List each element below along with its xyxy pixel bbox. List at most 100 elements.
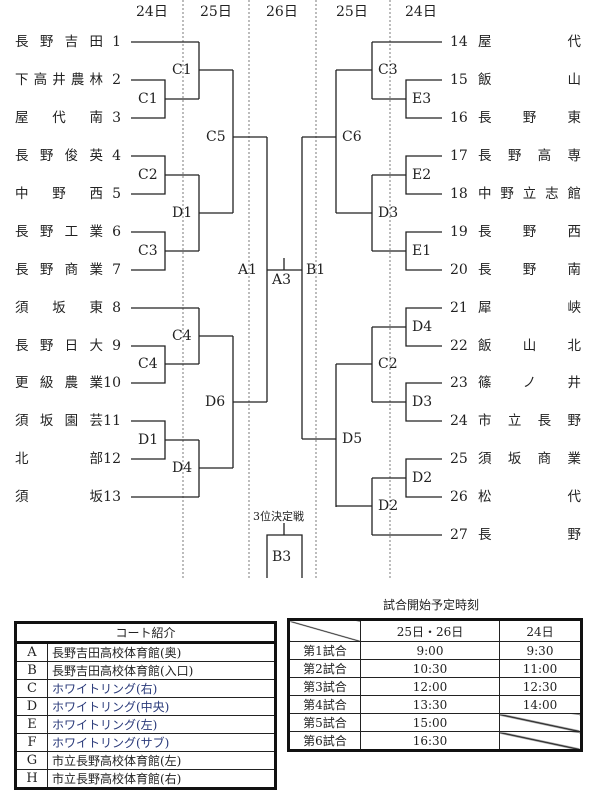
team-name-char: 代 [52, 110, 68, 126]
court-key: F [15, 733, 48, 752]
seed-number: 21 [450, 300, 468, 316]
match-label: C3 [138, 243, 158, 259]
team-name-char: 野 [500, 186, 516, 202]
team-name-char: 林 [89, 72, 105, 88]
team-name: 犀峡 [478, 300, 583, 316]
team-name-char: 工 [64, 224, 81, 240]
team-name-char: 園 [64, 413, 81, 429]
match-label: D4 [412, 319, 433, 335]
team-name-char: 更 [15, 375, 31, 391]
seed-number: 18 [450, 186, 468, 202]
team-name: 飯山北 [478, 338, 583, 354]
team-name-char: 松 [478, 489, 494, 505]
team-name-char: 日 [64, 338, 81, 354]
team-name-char: 下 [15, 72, 31, 88]
team-name-char: 商 [64, 262, 81, 278]
schedule-title: 試合開始予定時刻 [383, 598, 480, 612]
court-key: A [15, 642, 48, 662]
team-name-char: 須 [15, 413, 31, 429]
team-name-char: 商 [537, 451, 554, 467]
team-name-char: 篠 [478, 375, 494, 391]
schedule-header-2526: 25日・26日 [360, 619, 500, 642]
team-name-char: 犀 [478, 300, 494, 316]
team-name-char: 田 [89, 34, 105, 50]
team-name: 長野高専 [478, 148, 583, 164]
team-name: 須坂 [15, 489, 105, 505]
team-name-char: 屋 [15, 110, 31, 126]
third-place-label: 3位決定戦 [253, 510, 304, 523]
seed-number: 10 [103, 375, 121, 391]
team-name-char: 北 [15, 451, 31, 467]
team-name-char: 野 [52, 186, 68, 202]
seed-number: 9 [112, 338, 121, 354]
team-name-char: 志 [545, 186, 561, 202]
match-label: B3 [272, 549, 292, 565]
team-name-char: 大 [89, 338, 105, 354]
seed-number: 24 [450, 413, 468, 429]
team-name-char: 野 [39, 148, 56, 164]
team-name-char: 野 [567, 413, 583, 429]
day-header-24-right: 24日 [405, 4, 437, 20]
seed-number: 27 [450, 527, 468, 543]
team-name-char: 代 [567, 34, 583, 50]
team-name: 長野俊英 [15, 148, 105, 164]
match-label: C4 [138, 356, 158, 372]
day-dividers [182, 0, 391, 578]
team-name-char: 野 [522, 262, 539, 278]
team-name-char: 長 [15, 224, 31, 240]
match-label: C1 [172, 62, 192, 78]
bracket-lines [131, 0, 442, 578]
team-name-char: 須 [478, 451, 494, 467]
team-name-char: 野 [567, 527, 583, 543]
team-name-char: 級 [39, 375, 56, 391]
match-label: D1 [172, 205, 193, 221]
final-and-third-place [266, 258, 303, 578]
team-name-char: 野 [39, 224, 56, 240]
team-name: 松代 [478, 489, 583, 505]
match-label: D2 [412, 470, 433, 486]
match-label: D4 [172, 460, 193, 476]
time-24: 12:30 [498, 677, 583, 696]
team-name-char: 坂 [89, 489, 105, 505]
time-24 [498, 731, 583, 751]
team-name-char: 東 [567, 110, 583, 126]
match-number: 第1試合 [288, 641, 361, 660]
match-label: E3 [412, 91, 432, 107]
team-name-char: 井 [52, 72, 68, 88]
team-name: 長野吉田 [15, 34, 105, 50]
team-name: 長野 [478, 527, 583, 543]
team-name-char: 立 [522, 186, 539, 202]
team-name: 長野東 [478, 110, 583, 126]
seed-number: 20 [450, 262, 468, 278]
team-name-char: 長 [478, 262, 494, 278]
team-name-char: 芸 [89, 413, 105, 429]
seed-number: 4 [112, 148, 121, 164]
team-name-char: 山 [567, 72, 583, 88]
team-name-char: 飯 [478, 72, 494, 88]
seed-number: 22 [450, 338, 468, 354]
court-name: 長野吉田高校体育館(入口) [47, 661, 276, 680]
team-name: 須坂商業 [478, 451, 583, 467]
match-label: D5 [342, 431, 363, 447]
team-name-char: ノ [522, 375, 539, 391]
team-name-char: 北 [567, 338, 583, 354]
team-name-char: 中 [478, 186, 494, 202]
match-label: C6 [342, 129, 362, 145]
team-name-char: 坂 [39, 413, 56, 429]
match-label: E1 [412, 243, 432, 259]
right-bracket [301, 41, 442, 536]
court-key: G [15, 751, 48, 770]
day-header-26: 26日 [266, 4, 298, 20]
match-label: C2 [138, 167, 158, 183]
court-key: H [15, 769, 48, 789]
team-name-char: 業 [89, 224, 105, 240]
seed-number: 13 [103, 489, 121, 505]
